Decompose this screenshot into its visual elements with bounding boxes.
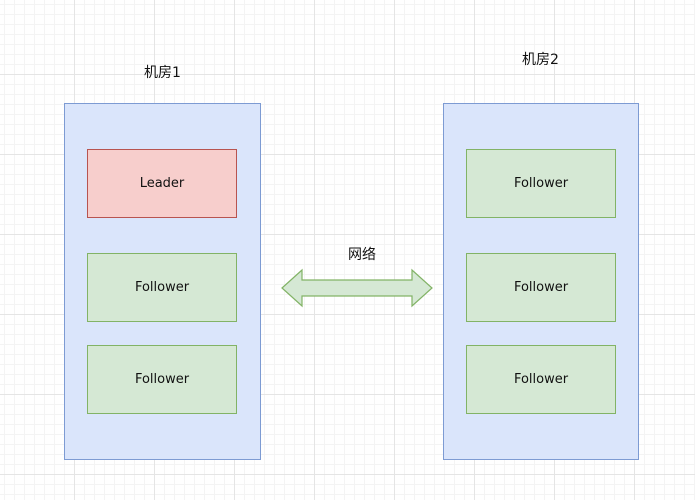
room-2-label: 机房2 bbox=[522, 52, 559, 68]
network-label: 网络 bbox=[348, 247, 376, 263]
room-2-follower-node-2: Follower bbox=[466, 253, 616, 322]
room-1-follower-node-2: Follower bbox=[87, 345, 237, 414]
room-2-follower-node-1: Follower bbox=[466, 149, 616, 218]
room-1-label: 机房1 bbox=[144, 65, 181, 81]
room-1-leader-node: Leader bbox=[87, 149, 237, 218]
double-arrow-icon bbox=[281, 268, 433, 308]
room-2-follower-node-3: Follower bbox=[466, 345, 616, 414]
room-1-follower-node-1: Follower bbox=[87, 253, 237, 322]
